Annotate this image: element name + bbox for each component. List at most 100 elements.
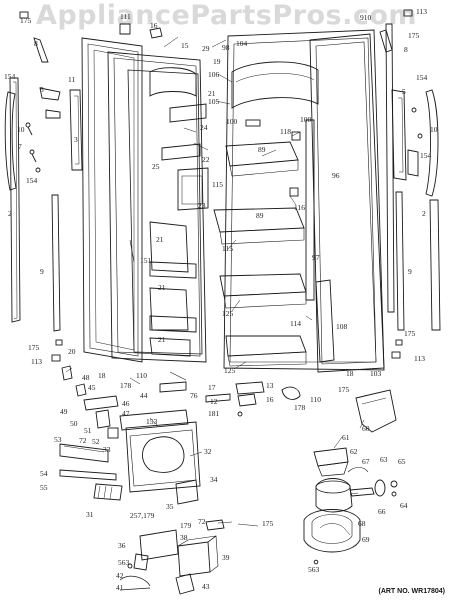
part-label: 110 (310, 395, 321, 404)
part-label: 64 (400, 501, 408, 510)
part-label: 2 (8, 209, 12, 218)
part-label: 21 (208, 89, 216, 98)
part-label: 12 (210, 397, 218, 406)
part-label: 125 (222, 309, 234, 318)
part-label: 105 (208, 97, 220, 106)
part-label: 179 (180, 521, 192, 530)
part-label: 113 (416, 7, 427, 16)
part-label: 46 (122, 399, 130, 408)
part-label: 104 (236, 39, 248, 48)
part-label: 2 (422, 209, 426, 218)
part-label: 21 (158, 283, 166, 292)
freezer-door (81, 23, 209, 363)
part-label: 181 (208, 409, 220, 418)
part-label: 3 (74, 135, 78, 144)
part-label: 114 (290, 319, 301, 328)
part-label: 154 (4, 72, 16, 81)
part-label: 100 (300, 115, 312, 124)
part-label: 18 (346, 369, 354, 378)
part-label: 175 (338, 385, 350, 394)
part-label: 175 (404, 329, 416, 338)
part-label: 9 (408, 267, 412, 276)
part-label: 115 (212, 180, 223, 189)
part-label: 115 (222, 244, 233, 253)
part-label: 7 (18, 142, 22, 151)
part-label: 910 (360, 13, 372, 22)
part-label: 16 (266, 395, 274, 404)
part-label: 32 (204, 447, 212, 456)
art-number: (ART NO. WR17804) (378, 588, 445, 595)
part-label: 8 (34, 39, 38, 48)
part-label: 52 (92, 437, 100, 446)
part-label: 36 (118, 541, 126, 550)
part-label: 97 (312, 253, 320, 262)
part-label: 22 (202, 155, 210, 164)
part-label: 108 (336, 322, 348, 331)
part-label: 154 (420, 151, 432, 160)
part-label: 153 (146, 417, 158, 426)
part-label: 31 (86, 510, 94, 519)
part-label: 34 (210, 475, 218, 484)
part-label: 175 (262, 519, 274, 528)
part-label: 53 (54, 435, 62, 444)
leader-lines (65, 36, 365, 536)
watermark: AppliancePartsPros.com (35, 0, 418, 31)
part-label: 50 (70, 419, 78, 428)
part-label: 563 (308, 565, 320, 574)
part-label: 15 (181, 41, 189, 50)
part-label: 13 (266, 381, 274, 390)
part-label: 16 (150, 21, 158, 30)
part-label: 151 (140, 256, 152, 265)
part-label: 257,179 (130, 511, 155, 520)
part-label: 563 (118, 558, 130, 567)
part-label: 61 (342, 433, 350, 442)
part-label: 49 (60, 407, 68, 416)
part-label: 18 (98, 371, 106, 380)
part-label: 20 (68, 347, 76, 356)
part-label: 116 (294, 203, 305, 212)
part-label: 39 (222, 553, 230, 562)
part-label: 55 (40, 483, 48, 492)
part-label: 62 (350, 447, 358, 456)
part-label: 10 (430, 125, 438, 134)
part-label: 5 (402, 87, 406, 96)
part-label: 47 (122, 409, 130, 418)
part-label: 43 (202, 582, 210, 591)
part-label: 65 (398, 457, 406, 466)
part-label: 45 (88, 383, 96, 392)
part-label: 110 (136, 371, 147, 380)
part-label: 103 (370, 369, 382, 378)
part-label: 178 (120, 381, 132, 390)
part-label: 48 (82, 373, 90, 382)
part-label: 29 (202, 44, 210, 53)
part-label: 11 (68, 75, 76, 84)
dispenser-assembly (59, 365, 301, 595)
part-label: 89 (258, 145, 266, 154)
part-label: 69 (362, 535, 370, 544)
part-label: 113 (414, 354, 425, 363)
part-label: 68 (358, 519, 366, 528)
part-label: 51 (84, 426, 92, 435)
part-label: 19 (213, 57, 221, 66)
part-label: 106 (208, 70, 220, 79)
part-label: 89 (256, 211, 264, 220)
part-label: 175 (20, 16, 32, 25)
part-label: 113 (31, 357, 42, 366)
part-label: 35 (166, 502, 174, 511)
part-label: 5 (40, 85, 44, 94)
part-label: 66 (378, 507, 386, 516)
part-label: 8 (404, 45, 408, 54)
part-label: 33 (103, 445, 111, 454)
part-label: 17 (208, 383, 216, 392)
part-label: 154 (26, 176, 38, 185)
part-label: 41 (116, 583, 124, 592)
part-label: 63 (380, 455, 388, 464)
part-label: 175 (408, 31, 420, 40)
part-label: 24 (200, 123, 208, 132)
part-label: 25 (152, 162, 160, 171)
part-label: 175 (28, 343, 40, 352)
right-trim-parts (379, 9, 441, 359)
part-label: 96 (332, 171, 340, 180)
